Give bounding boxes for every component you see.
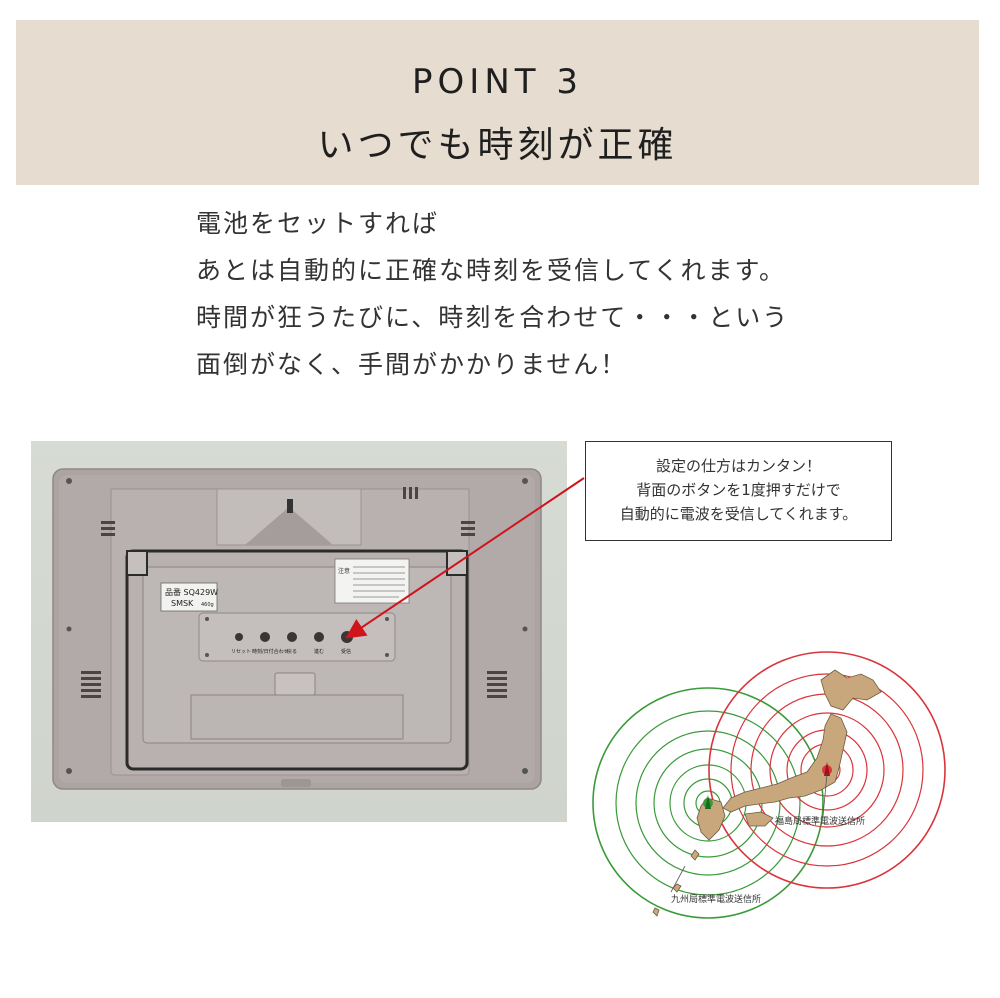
description-text: 電池をセットすれば あとは自動的に正確な時刻を受信してくれます。 時間が狂うたび… bbox=[196, 200, 916, 388]
coverage-map: 福島局標準電波送信所 九州局標準電波送信所 bbox=[585, 640, 975, 970]
description-line: あとは自動的に正確な時刻を受信してくれます。 bbox=[196, 256, 787, 285]
button-label-reset: リセット bbox=[231, 649, 251, 655]
description-line: 面倒がなく、手間がかかりません！ bbox=[196, 350, 628, 379]
station-west-label: 九州局標準電波送信所 bbox=[671, 893, 761, 905]
coverage-map-svg: 福島局標準電波送信所 九州局標準電波送信所 bbox=[592, 651, 946, 919]
point-title: いつでも時刻が正確 bbox=[317, 125, 678, 166]
model-label-weight: 460g bbox=[201, 602, 214, 608]
callout-line: 背面のボタンを1度押すだけで bbox=[636, 481, 841, 499]
button-label-receive: 受信 bbox=[341, 648, 351, 655]
description-line: 時間が狂うたびに、時刻を合わせて・・・という bbox=[196, 303, 790, 332]
point-label: POINT 3 bbox=[412, 62, 583, 102]
japan-landmass bbox=[652, 669, 882, 917]
callout-line: 自動的に電波を受信してくれます。 bbox=[619, 505, 858, 523]
button-label-back: 戻る bbox=[287, 648, 297, 655]
station-east-label: 福島局標準電波送信所 bbox=[775, 815, 865, 827]
button-label-forward: 進む bbox=[314, 648, 324, 655]
clock-back-illustration: 品番 SQ429W SMSK 460g 注意 リセット 時刻/日付合わせ 戻る … bbox=[52, 468, 542, 790]
header-band: POINT 3 いつでも時刻が正確 bbox=[16, 20, 979, 185]
model-label-line2: SMSK bbox=[171, 599, 194, 608]
button-label-time: 時刻/日付合わせ bbox=[252, 648, 289, 655]
callout-box: 設定の仕方はカンタン！ 背面のボタンを1度押すだけで 自動的に電波を受信してくれ… bbox=[585, 441, 892, 541]
model-label-line1: 品番 SQ429W bbox=[165, 587, 218, 597]
transmitter-west-icon bbox=[703, 795, 713, 809]
description-line: 電池をセットすれば bbox=[196, 209, 440, 238]
transmitter-east-icon bbox=[822, 762, 832, 776]
caution-label: 注意 bbox=[338, 567, 350, 575]
clock-back-photo: 品番 SQ429W SMSK 460g 注意 リセット 時刻/日付合わせ 戻る … bbox=[31, 441, 567, 822]
callout-line: 設定の仕方はカンタン！ bbox=[655, 457, 821, 475]
